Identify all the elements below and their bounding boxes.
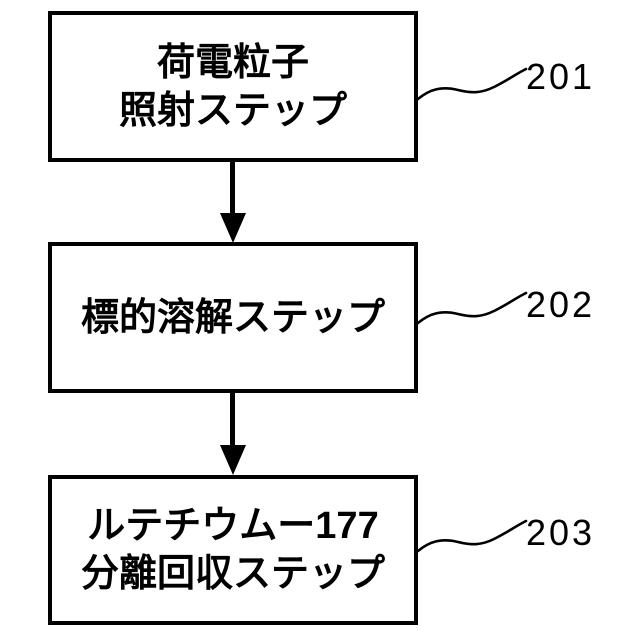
flow-arrow-shaft (230, 393, 235, 446)
flow-step-box-target-dissolution: 標的溶解ステップ (48, 242, 418, 393)
reference-numeral-202: 202 (526, 284, 596, 325)
leader-line-202 (416, 291, 528, 325)
reference-numeral-203: 203 (526, 512, 596, 553)
step-label-line: 分離回収ステップ (80, 553, 385, 595)
step-label-line: ルテチウムー177 (87, 505, 379, 547)
flow-step-box-charged-particle-irradiation: 荷電粒子 照射ステップ (48, 11, 418, 162)
arrow-down-icon (220, 445, 246, 475)
leader-line-203 (416, 519, 528, 553)
step-label-line: 荷電粒子 (156, 41, 309, 84)
step-label-line: 照射ステップ (118, 89, 347, 132)
flow-arrow-shaft (230, 162, 235, 215)
flow-step-box-lutetium-177-separation-recovery: ルテチウムー177 分離回収ステップ (48, 475, 418, 625)
arrow-down-icon (220, 213, 246, 243)
reference-numeral-201: 201 (526, 56, 596, 97)
step-label-line: 標的溶解ステップ (80, 296, 385, 339)
leader-line-201 (416, 67, 528, 101)
